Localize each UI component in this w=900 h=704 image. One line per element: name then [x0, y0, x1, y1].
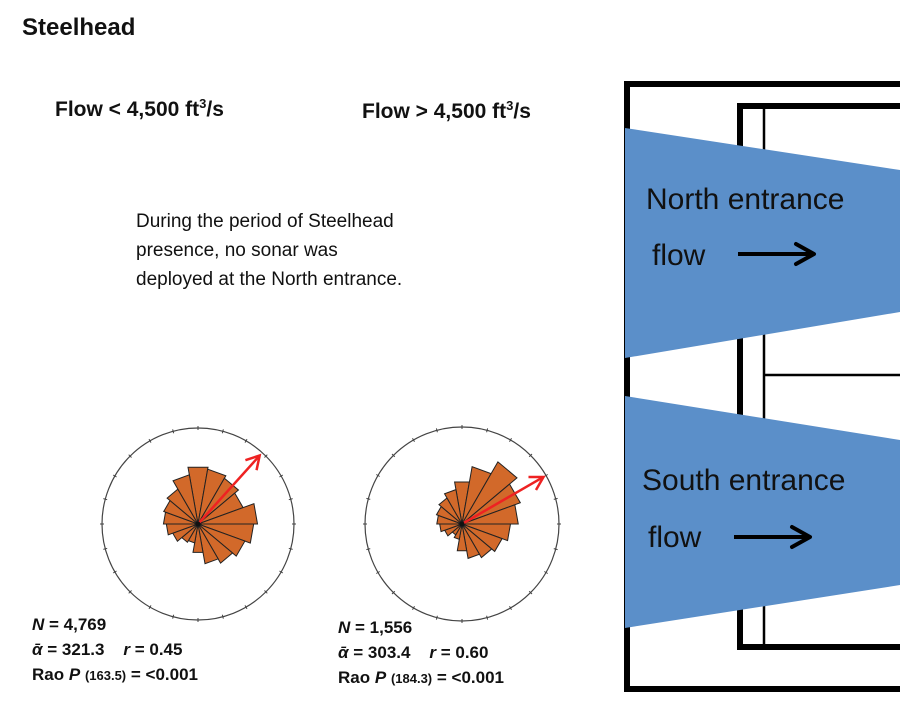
stat-mean-r: ᾱ = 321.3 r = 0.45 [32, 640, 183, 659]
rose-tick [279, 474, 284, 478]
rose-tick [128, 590, 132, 594]
stat-mean-r: ᾱ = 303.4 r = 0.60 [338, 643, 489, 662]
mean-vector-arrow [461, 475, 545, 526]
rose-tick [366, 497, 371, 500]
rose-tick [279, 570, 284, 574]
rose-tick [553, 548, 558, 551]
stat-n: N = 1,556 [338, 618, 413, 637]
rose-tick [412, 438, 415, 442]
rose-tick [148, 605, 152, 610]
stat-rao: Rao P (163.5) = <0.001 [32, 665, 198, 684]
condition-low-flow-heading: Flow < 4,500 ft3/s [55, 96, 224, 122]
rose-tick [528, 590, 533, 595]
mean-vector-arrowhead [528, 475, 546, 491]
condition-text: Flow > 4,500 ft [362, 100, 507, 123]
mean-vector-arrow [197, 454, 261, 525]
rose-tick [103, 547, 108, 550]
rose-tick [376, 571, 380, 574]
south-entrance-flow-region [625, 396, 900, 628]
condition-high-flow-heading: Flow > 4,500 ft3/s [362, 98, 531, 124]
condition-superscript: 3 [199, 96, 207, 111]
rose-tick [486, 615, 489, 620]
rose-tick [172, 429, 175, 434]
rose-center [195, 521, 201, 527]
rose-petal [172, 474, 199, 525]
rose-tick [288, 498, 293, 501]
rose-tick [528, 453, 533, 458]
stats-low-flow: N = 4,769 ᾱ = 321.3 r = 0.45 Rao P (163.… [32, 612, 198, 688]
rose-tick [509, 438, 512, 442]
rose-tick [172, 614, 175, 619]
condition-superscript: 3 [506, 98, 514, 113]
rose-tick [391, 453, 396, 458]
rose-tick [366, 548, 371, 551]
rose-diagrams [100, 425, 561, 623]
stat-n: N = 4,769 [32, 615, 107, 634]
south-flow-arrow-icon [734, 525, 812, 549]
condition-text: Flow < 4,500 ft [55, 98, 200, 121]
rose-tick [148, 438, 152, 443]
note-line: deployed at the North entrance. [136, 269, 403, 290]
rose-tick [553, 497, 558, 500]
north-entrance-note: During the period of Steelhead presence,… [136, 207, 496, 294]
note-line: presence, no sonar was [136, 240, 338, 261]
rose-tick [509, 606, 512, 610]
north-flow-label: flow [652, 239, 706, 272]
rose-tick [435, 428, 438, 433]
rose-tick [544, 571, 548, 574]
north-flow-arrow-icon [738, 242, 816, 266]
rose-tick [244, 438, 248, 443]
north-entrance-label: North entrance [646, 183, 844, 216]
condition-unit: /s [513, 100, 531, 123]
rose-tick [264, 454, 268, 458]
rose-petal [443, 488, 463, 525]
rose-tick [221, 614, 224, 619]
rose-tick [112, 474, 117, 478]
condition-unit: /s [206, 98, 224, 121]
rose-tick [486, 428, 489, 433]
rose-tick [391, 590, 396, 595]
rose-tick [435, 615, 438, 620]
rose-tick [376, 474, 380, 477]
rose-tick [264, 590, 268, 594]
stats-high-flow: N = 1,556 ᾱ = 303.4 r = 0.60 Rao P (184.… [338, 615, 504, 691]
rose-plot-high-flow [363, 425, 561, 623]
south-flow-label: flow [648, 521, 702, 554]
north-entrance-flow-region [625, 128, 900, 358]
rose-tick [103, 498, 108, 501]
rose-tick [244, 605, 248, 610]
rose-tick [128, 454, 132, 458]
rose-plot-low-flow [100, 426, 296, 622]
south-entrance-label: South entrance [642, 464, 845, 497]
page-title: Steelhead [22, 14, 136, 41]
rose-tick [288, 547, 293, 550]
rose-tick [412, 606, 415, 610]
entrance-diagram: North entrance flow South entrance flow [624, 81, 900, 692]
note-line: During the period of Steelhead [136, 211, 394, 232]
rose-tick [221, 429, 224, 434]
stat-rao: Rao P (184.3) = <0.001 [338, 668, 504, 687]
rose-tick [112, 570, 117, 574]
mean-vector-arrowhead [245, 453, 262, 471]
rose-center [459, 521, 465, 527]
